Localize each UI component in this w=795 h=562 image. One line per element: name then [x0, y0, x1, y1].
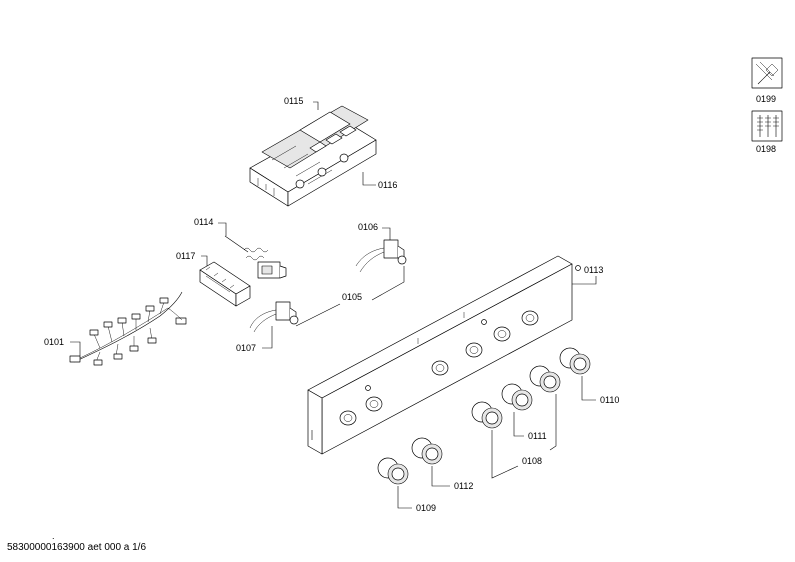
part-0107-switch [249, 301, 299, 333]
label-0106: 0106 [358, 222, 378, 232]
part-0115-housing [249, 105, 377, 207]
part-0114-thermostat [224, 235, 287, 279]
label-0113: 0113 [584, 265, 603, 275]
label-0199: 0199 [756, 94, 776, 104]
label-0112: 0112 [454, 481, 473, 491]
label-0114: 0114 [194, 217, 213, 227]
part-0113-control-panel [307, 255, 581, 455]
part-0106-switch [355, 239, 407, 273]
label-0108: 0108 [522, 456, 542, 466]
label-0109: 0109 [416, 503, 436, 513]
knob-0111 [501, 383, 533, 411]
tools-icon-0199 [751, 57, 783, 89]
footer-dot: . [52, 531, 55, 541]
label-0198: 0198 [756, 144, 776, 154]
knob-0112 [411, 437, 443, 465]
part-0117-terminal-block [199, 261, 251, 307]
knob-0109 [377, 457, 409, 485]
knob-0108-a [471, 401, 503, 429]
label-0105: 0105 [342, 292, 362, 302]
label-0111: 0111 [528, 431, 547, 441]
part-0101-wiring-harness [69, 291, 187, 366]
label-0116: 0116 [378, 180, 397, 190]
label-0117: 0117 [176, 251, 195, 261]
label-0101: 0101 [44, 337, 64, 347]
knob-0108-b [529, 365, 561, 393]
document-id: 58300000163900 aet 000 a 1/6 [7, 542, 147, 553]
label-0110: 0110 [600, 395, 619, 405]
screws-icon-0198 [751, 110, 783, 142]
label-0107: 0107 [236, 343, 256, 353]
knob-0110 [559, 347, 591, 375]
label-0115: 0115 [284, 96, 303, 106]
